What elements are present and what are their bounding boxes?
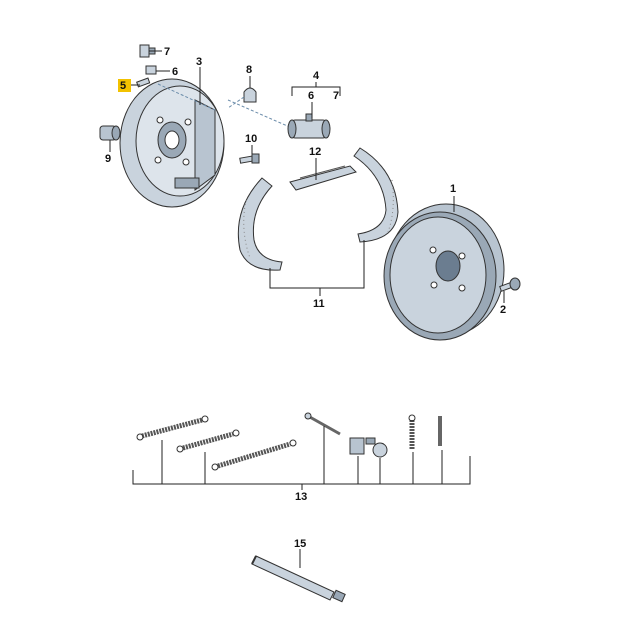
adjuster-strut-icon [289,165,357,191]
label-part-3: 3 [196,56,202,68]
label-part-13: 13 [295,491,307,503]
wheel-cylinder-icon [287,113,331,139]
retaining-pin-icon [304,412,341,436]
coil-spring-icon [136,415,297,471]
brake-drum-icon [383,203,505,341]
screw-icon [499,277,521,292]
spring-cup-icon [349,437,388,458]
label-part-4: 4 [313,70,320,82]
label-part-10: 10 [245,133,257,145]
assembly-guide-lines [157,83,293,129]
label-part-7: 7 [164,46,170,58]
label-part-11: 11 [313,298,325,310]
grease-tube-icon [251,555,346,603]
label-part-2: 2 [500,304,506,316]
label-part-8: 8 [246,64,252,76]
bolt-icon [239,153,260,164]
brake-backing-plate-icon [119,78,225,208]
label-part-7b: 7 [333,90,339,102]
label-part-5: 5 [120,80,126,92]
label-part-9: 9 [105,153,111,165]
label-part-6b: 6 [308,90,314,102]
brake-shoe-left-icon [237,177,283,271]
highlight-badge [118,79,131,92]
leader-lines [109,50,505,568]
label-part-15: 15 [294,538,306,550]
brake-shoe-right-icon [353,147,399,243]
hold-down-spring-icon [408,414,442,450]
label-part-6: 6 [172,66,178,78]
label-part-12: 12 [309,146,321,158]
label-part-1: 1 [450,183,456,195]
dust-cap-icon [243,87,257,103]
grommet-icon [99,125,121,141]
